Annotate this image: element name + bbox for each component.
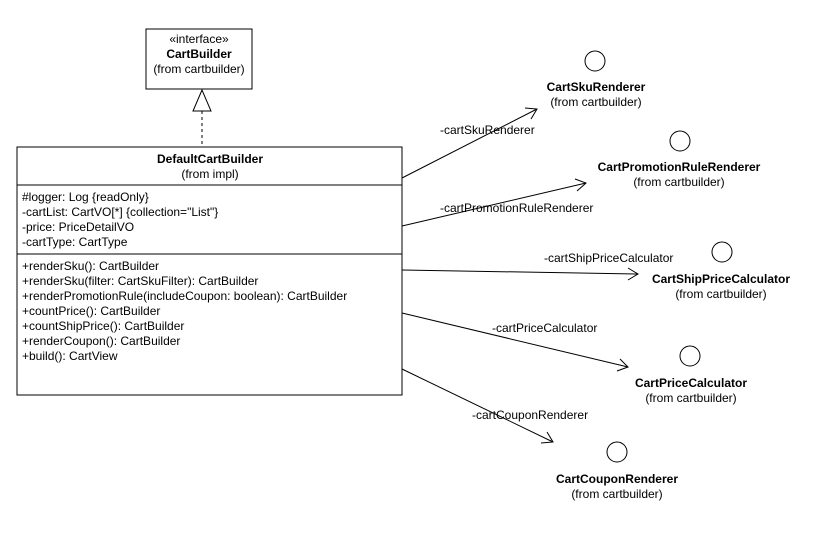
operation-build: +build(): CartView [22, 349, 118, 363]
interface-origin: (from cartbuilder) [153, 62, 244, 76]
lollipop-icon [584, 50, 606, 72]
interface-cartskurenderer[interactable]: CartSkuRenderer (from cartbuilder) [547, 50, 646, 109]
interface-name: CartPriceCalculator [635, 376, 747, 390]
role-cartskurenderer: -cartSkuRenderer [440, 123, 535, 137]
interface-name: CartCouponRenderer [556, 472, 678, 486]
realization-arrow [192, 88, 212, 147]
interface-name: CartShipPriceCalculator [652, 272, 790, 286]
interface-name: CartSkuRenderer [547, 80, 646, 94]
role-cartpromotionrulerenderer: -cartPromotionRuleRenderer [440, 201, 593, 215]
interface-cartpromotionrulerenderer[interactable]: CartPromotionRuleRenderer (from cartbuil… [598, 130, 761, 189]
operation-countshipprice: +countShipPrice(): CartBuilder [22, 319, 184, 333]
attribute-price: -price: PriceDetailVO [22, 220, 134, 234]
attribute-carttype: -cartType: CartType [22, 235, 128, 249]
interface-origin: (from cartbuilder) [675, 287, 766, 301]
role-cartshippricecalculator: -cartShipPriceCalculator [544, 251, 673, 265]
interface-cartpricecalculator[interactable]: CartPriceCalculator (from cartbuilder) [635, 345, 747, 405]
interface-cartcouponrenderer[interactable]: CartCouponRenderer (from cartbuilder) [556, 441, 678, 501]
association-cartpromotionrulerenderer: -cartPromotionRuleRenderer [401, 178, 593, 227]
interface-name: CartBuilder [166, 47, 232, 61]
lollipop-icon [679, 345, 701, 367]
attribute-logger: #logger: Log {readOnly} [22, 190, 149, 204]
interface-cartbuilder[interactable]: «interface» CartBuilder (from cartbuilde… [145, 28, 253, 90]
interface-stereotype: «interface» [169, 32, 229, 46]
operation-rendersku: +renderSku(): CartBuilder [22, 259, 159, 273]
attribute-cartlist: -cartList: CartVO[*] {collection="List"} [22, 205, 218, 219]
role-cartpricecalculator: -cartPriceCalculator [492, 321, 597, 335]
lollipop-icon [669, 130, 691, 152]
role-cartcouponrenderer: -cartCouponRenderer [472, 408, 588, 422]
interface-name: CartPromotionRuleRenderer [598, 160, 761, 174]
operation-rendercoupon: +renderCoupon(): CartBuilder [22, 334, 180, 348]
lollipop-icon [711, 241, 733, 263]
interface-cartshippricecalculator[interactable]: CartShipPriceCalculator (from cartbuilde… [652, 241, 790, 301]
operation-countprice: +countPrice(): CartBuilder [22, 304, 160, 318]
interface-origin: (from cartbuilder) [571, 487, 662, 501]
class-origin: (from impl) [181, 167, 238, 181]
lollipop-icon [606, 441, 628, 463]
operation-rendersku-filter: +renderSku(filter: CartSkuFilter): CartB… [22, 274, 258, 288]
operation-renderpromotionrule: +renderPromotionRule(includeCoupon: bool… [22, 289, 347, 303]
interface-origin: (from cartbuilder) [645, 391, 736, 405]
association-cartskurenderer: -cartSkuRenderer [401, 107, 538, 179]
association-cartpricecalculator: -cartPriceCalculator [401, 312, 629, 372]
class-defaultcartbuilder[interactable]: DefaultCartBuilder (from impl) #logger: … [16, 146, 403, 396]
association-cartshippricecalculator: -cartShipPriceCalculator [401, 251, 673, 281]
interface-origin: (from cartbuilder) [633, 175, 724, 189]
association-cartcouponrenderer: -cartCouponRenderer [401, 368, 588, 444]
class-name: DefaultCartBuilder [157, 152, 263, 166]
interface-origin: (from cartbuilder) [550, 95, 641, 109]
